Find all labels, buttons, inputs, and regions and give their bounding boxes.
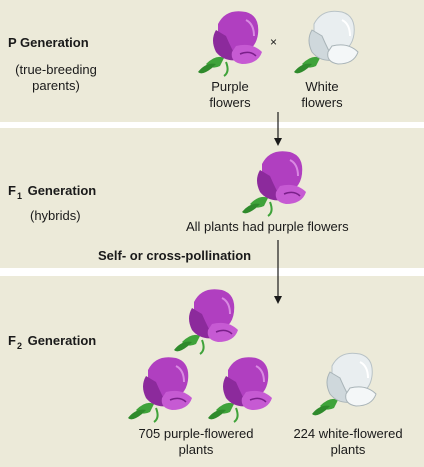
purple-flower-icon xyxy=(173,288,239,355)
f2-purple-caption: 705 purple-flowered plants xyxy=(138,426,254,457)
p-generation-subtitle: (true-breeding parents) xyxy=(15,62,97,93)
f1-generation-subtitle: (hybrids) xyxy=(30,208,81,223)
f1-generation-title: F1 Generation xyxy=(8,183,97,201)
white-flowers-label: White flowers xyxy=(301,79,343,110)
cross-symbol: × xyxy=(270,35,278,49)
pollination-label: Self- or cross-pollination xyxy=(98,248,252,263)
f2-generation-title: F2 Generation xyxy=(8,333,97,351)
purple-flower-icon xyxy=(127,356,193,423)
purple-flowers-label: Purple flowers xyxy=(209,79,251,110)
f1-generation-band xyxy=(0,128,424,268)
white-flower-icon xyxy=(311,352,377,417)
p-generation-title: P Generation xyxy=(8,35,89,50)
purple-flower-icon xyxy=(207,356,273,423)
purple-flower-icon xyxy=(197,10,263,78)
f1-caption: All plants had purple flowers xyxy=(186,219,349,234)
white-flower-icon xyxy=(293,10,359,75)
f2-white-caption: 224 white-flowered plants xyxy=(293,426,403,457)
purple-flower-icon xyxy=(241,150,307,217)
